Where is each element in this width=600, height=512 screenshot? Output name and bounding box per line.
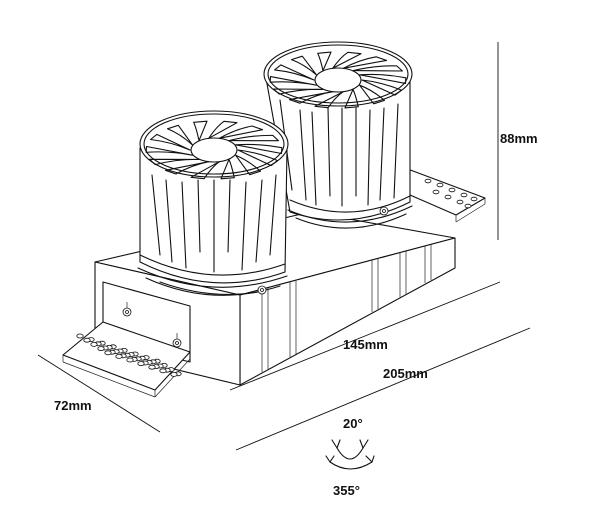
heatsink-fin	[218, 125, 264, 139]
dimension-lines	[37, 42, 531, 451]
plate-hole	[126, 357, 134, 363]
heatsink-fin	[352, 65, 403, 72]
heatsink-fin	[359, 73, 407, 84]
plate-hole	[97, 346, 105, 352]
heatsink-fin	[288, 91, 334, 104]
depth-dimension-label: 72mm	[54, 398, 92, 413]
plate-hole	[115, 353, 123, 359]
heatsink-fin	[208, 120, 238, 139]
bracket-screws	[122, 302, 182, 348]
outer-length-dimension-label: 205mm	[383, 366, 428, 381]
heatsink-fin	[228, 134, 279, 142]
heatsink-fin	[359, 84, 386, 105]
heatsink-fin	[145, 145, 193, 156]
rotation-angle-label: 355°	[333, 483, 360, 498]
heatsink-fin	[344, 88, 359, 109]
heatsink-fin	[274, 64, 315, 81]
heatsink-left-vertical-fins	[151, 174, 277, 273]
inner-length-dimension-line	[229, 281, 501, 391]
heatsink-fin	[190, 161, 220, 180]
plate-hole	[159, 368, 167, 374]
plate-hole	[148, 364, 156, 370]
heatsink-fin	[332, 51, 362, 69]
plate-hole	[104, 350, 112, 356]
heatsink-fin	[235, 154, 262, 176]
heatsink-fin	[237, 149, 278, 167]
plate-hole	[76, 333, 84, 339]
heatsink-fin	[361, 79, 402, 96]
housing-fins	[261, 244, 432, 372]
plate-hole	[137, 361, 145, 367]
outer-length-dimension-line	[235, 327, 531, 451]
heatsink-fin	[290, 55, 317, 76]
heatsink-fin	[273, 88, 324, 95]
heatsink-fin	[235, 143, 283, 155]
heatsink-fin	[220, 158, 235, 180]
heatsink-fin	[317, 51, 332, 72]
tilt-angle-label: 20°	[343, 416, 363, 431]
rotation-tilt-icon	[325, 439, 375, 470]
height-dimension-label: 88mm	[500, 131, 538, 146]
plate-left-holes	[76, 333, 182, 377]
plate-hole	[170, 371, 178, 377]
heatsink-fin	[166, 124, 193, 146]
inner-length-dimension-label: 145mm	[343, 337, 388, 352]
spring-clip-left	[159, 281, 259, 295]
depth-dimension-line	[37, 354, 161, 433]
heatsink-right	[263, 41, 413, 229]
heatsink-fin	[342, 56, 388, 69]
heatsink-fin	[150, 133, 191, 151]
plate-hole	[83, 337, 91, 343]
heatsink-left-fins	[145, 120, 283, 180]
mounting-plate-left	[62, 321, 191, 398]
plate-right-holes	[424, 178, 478, 209]
heatsink-right-fins	[269, 51, 407, 109]
heatsink-fin	[149, 158, 200, 166]
heatsink-fin	[164, 161, 210, 175]
plate-hole	[90, 341, 98, 347]
mounting-plate-right	[404, 167, 486, 223]
heatsink-fin	[269, 76, 317, 86]
heatsink-left	[137, 110, 289, 296]
heatsink-fin	[193, 120, 208, 142]
